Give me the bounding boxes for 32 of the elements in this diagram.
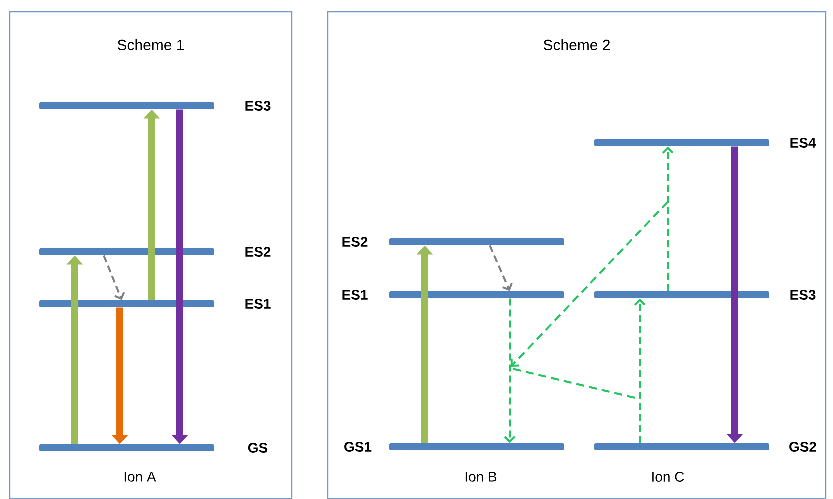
energy-level-bar xyxy=(40,444,214,452)
level-label: GS1 xyxy=(344,442,372,452)
level-label: ES2 xyxy=(342,237,368,247)
energy-level-bar xyxy=(390,238,564,246)
level-label: ES3 xyxy=(790,290,816,300)
energy-level-bar xyxy=(390,444,564,450)
ion-label: Ion C xyxy=(652,472,684,482)
level-label: ES2 xyxy=(246,247,271,257)
level-label: ES3 xyxy=(246,101,271,111)
panel-title: Scheme 2 xyxy=(544,40,610,50)
panel xyxy=(327,11,827,499)
panel xyxy=(9,11,293,499)
energy-level-bar xyxy=(40,102,214,110)
level-label: ES1 xyxy=(342,290,368,300)
energy-level-bar xyxy=(594,292,770,298)
transition-arrow xyxy=(504,298,516,444)
panel-title: Scheme 1 xyxy=(118,40,184,50)
energy-level-bar xyxy=(40,248,214,256)
level-label: ES4 xyxy=(790,138,816,148)
energy-level-bar xyxy=(390,292,564,298)
transition-arrow xyxy=(634,298,646,444)
energy-level-bar xyxy=(40,300,214,308)
energy-level-bar xyxy=(594,140,770,146)
ion-label: Ion B xyxy=(466,472,497,482)
energy-level-bar xyxy=(594,444,770,450)
level-label: GS2 xyxy=(790,442,816,452)
level-label: GS xyxy=(248,443,268,453)
transition-arrow xyxy=(489,245,513,292)
transition-arrow xyxy=(662,146,674,292)
ion-label: Ion A xyxy=(124,472,156,482)
transition-arrow xyxy=(103,255,126,300)
level-label: ES1 xyxy=(246,299,271,309)
